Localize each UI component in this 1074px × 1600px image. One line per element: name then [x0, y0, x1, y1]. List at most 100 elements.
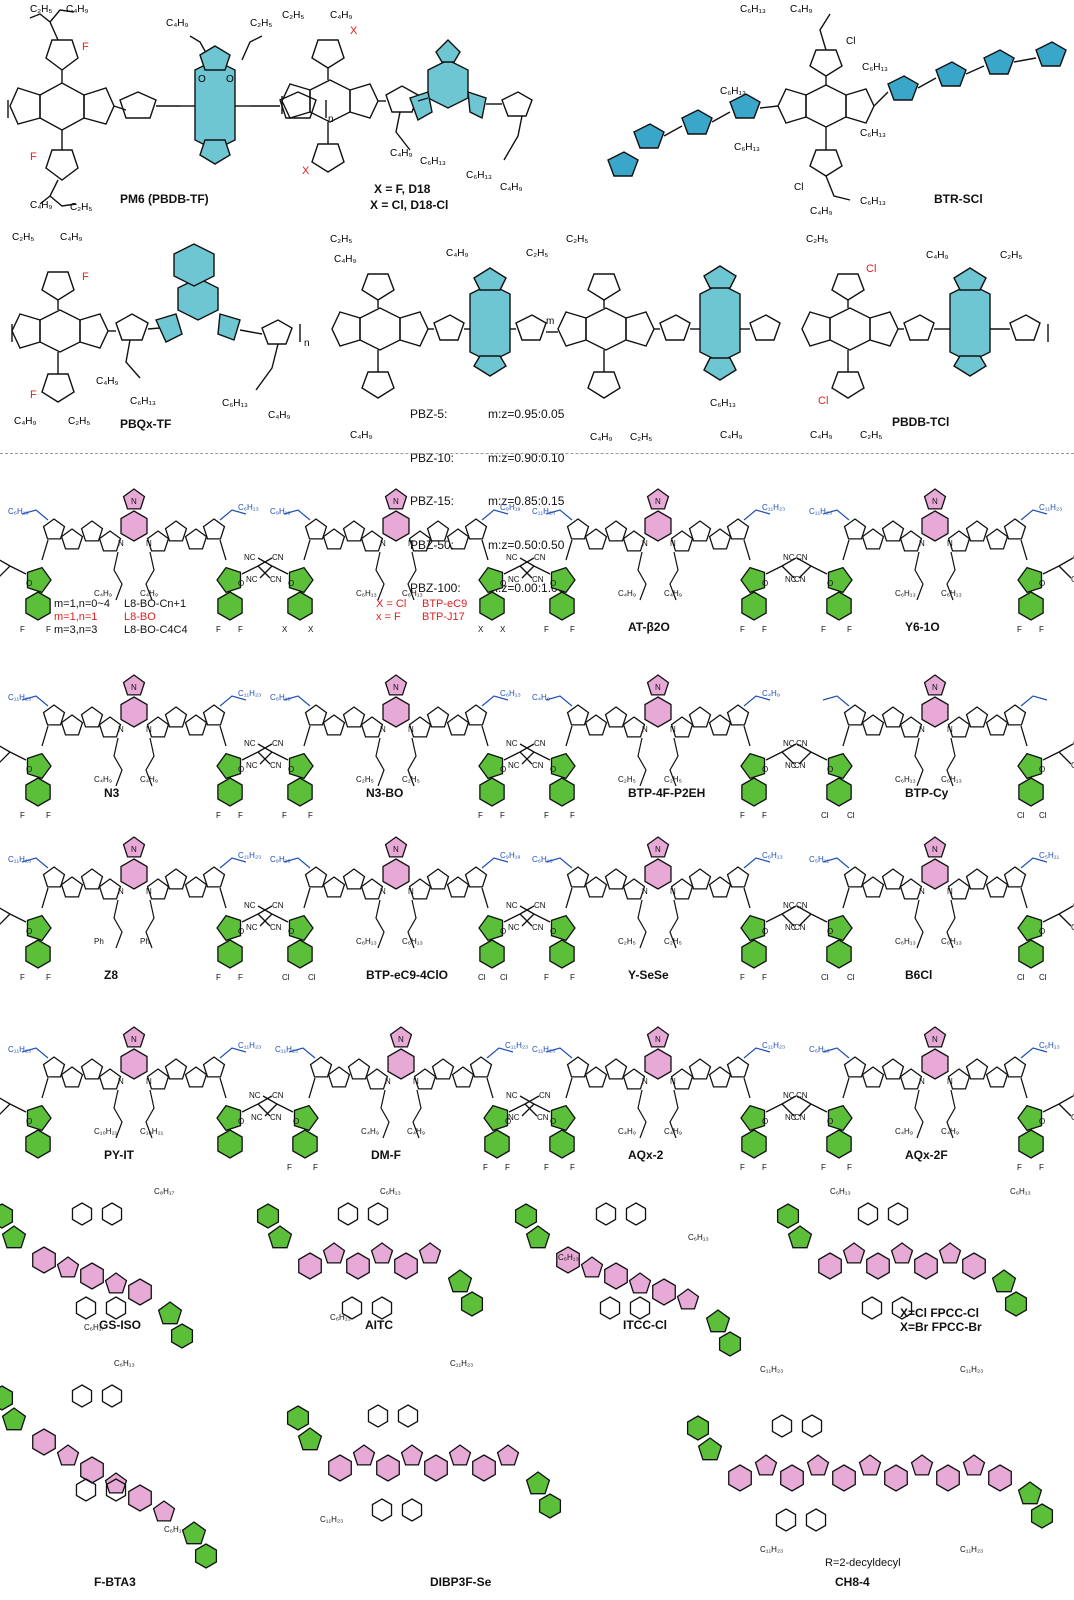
svg-text:C₆H₁₃: C₆H₁₃	[8, 507, 29, 516]
svg-text:C₂H₅: C₂H₅	[618, 775, 636, 784]
structure-pyit: NNNNCNCCNCNOOC₁₁H₂₃C₁₁H₂₃C₁₀H₂₁C₁₀H₂₁PY-…	[0, 1000, 284, 1170]
svg-text:N: N	[146, 725, 152, 734]
svg-text:C₅H₁₁: C₅H₁₁	[809, 855, 829, 864]
svg-text:N: N	[408, 887, 414, 896]
svg-text:F: F	[82, 271, 89, 283]
svg-text:C₁₁H₂₃: C₁₁H₂₃	[238, 689, 261, 698]
svg-text:F: F	[238, 625, 243, 634]
svg-text:N: N	[408, 725, 414, 734]
svg-text:CN: CN	[532, 761, 544, 770]
svg-text:C₆H₁₃: C₆H₁₃	[380, 1187, 401, 1196]
d18-structure-drawing: X X C₂H₅ C₄H₉ C₄H₉ C₆H₁₃ C₆H₁₃ C₄H₉	[281, 10, 533, 193]
svg-text:NC: NC	[783, 739, 795, 748]
svg-text:CN: CN	[534, 739, 546, 748]
svg-text:C₆H₁₃: C₆H₁₃	[941, 589, 962, 598]
svg-text:C₄H₉: C₄H₉	[166, 18, 189, 29]
svg-text:CN: CN	[270, 761, 282, 770]
structure-n3: NNNNCNCCNCNOOFFFFC₁₁H₂₃C₁₁H₂₃C₄H₉C₄H₉N3	[0, 648, 284, 820]
svg-text:C₆H₁₃: C₆H₁₃	[895, 775, 916, 784]
svg-text:F: F	[505, 1163, 510, 1172]
svg-text:C₄H₉: C₄H₉	[66, 4, 89, 15]
svg-text:NC: NC	[783, 901, 795, 910]
structure-b6cl: NNNNCNCCNCNOOClClClClC₅H₁₁C₅H₁₁C₆H₁₃C₆H₁…	[783, 810, 1074, 990]
svg-text:O: O	[827, 1117, 833, 1126]
svg-text:F: F	[570, 811, 575, 820]
svg-text:Cl: Cl	[500, 973, 508, 982]
svg-text:F: F	[238, 973, 243, 982]
svg-text:C₆H₁₇: C₆H₁₇	[84, 1323, 104, 1332]
svg-text:C₂H₅: C₂H₅	[566, 234, 588, 245]
pbz-legend-row: PBZ-100:m:z=0.00:1.00	[410, 581, 564, 596]
svg-text:CN: CN	[272, 739, 284, 748]
svg-text:O: O	[288, 927, 294, 936]
l8bo-structure-drawing: NNNNCNCCNCNOOFFFFC₆H₁₃C₆H₁₃C₄H₉C₄H₉	[0, 488, 284, 634]
pbdb-tcl-label: PBDB-TCl	[892, 415, 950, 429]
svg-text:NC: NC	[246, 923, 258, 932]
svg-text:N: N	[146, 887, 152, 896]
svg-text:F: F	[847, 1163, 852, 1172]
svg-text:C₆H₁₃: C₆H₁₃	[1039, 1041, 1060, 1050]
svg-text:N: N	[118, 725, 124, 734]
svg-text:N: N	[919, 539, 925, 548]
svg-text:C₂H₅: C₂H₅	[630, 432, 652, 443]
svg-text:C₆H₁₃: C₆H₁₃	[734, 142, 760, 153]
svg-text:C₆H₁₃: C₆H₁₃	[809, 1045, 830, 1054]
pbz-structure-drawing: C₂H₅ C₄H₉ C₂H₅ C₄H₉ C₂H₅ C₆H₁₃ C₄H₉ C₄H₉…	[330, 234, 781, 443]
svg-text:F: F	[740, 811, 745, 820]
svg-text:C₆H₁₃: C₆H₁₃	[356, 937, 377, 946]
svg-text:C₂H₅: C₂H₅	[664, 937, 682, 946]
svg-text:O: O	[550, 927, 556, 936]
svg-text:O: O	[1039, 765, 1045, 774]
svg-text:CN: CN	[272, 553, 284, 562]
svg-text:F: F	[570, 625, 575, 634]
svg-text:X: X	[282, 625, 288, 634]
svg-text:F: F	[762, 973, 767, 982]
svg-text:O: O	[288, 765, 294, 774]
svg-text:C₂H₅: C₂H₅	[618, 937, 636, 946]
structure-l8bo: NNNNCNCCNCNOOFFFFC₆H₁₃C₆H₁₃C₄H₉C₄H₉m=1,n…	[0, 462, 284, 642]
svg-text:N: N	[131, 497, 137, 506]
structure-pbz: C₂H₅ C₄H₉ C₂H₅ C₄H₉ C₂H₅ C₆H₁₃ C₄H₉ C₄H₉…	[330, 228, 785, 595]
svg-text:C₁₁H₂₃: C₁₁H₂₃	[8, 855, 31, 864]
svg-text:C₆H₁₃: C₆H₁₃	[238, 503, 259, 512]
svg-text:N: N	[919, 887, 925, 896]
svg-text:C₄H₉: C₄H₉	[361, 1127, 379, 1136]
svg-text:C₁₁H₂₃: C₁₁H₂₃	[8, 1045, 31, 1054]
svg-text:N: N	[393, 683, 399, 692]
svg-text:C₂H₅: C₂H₅	[330, 234, 352, 245]
svg-text:C₆H₁₃: C₆H₁₃	[500, 689, 521, 698]
svg-text:Ph: Ph	[140, 937, 150, 946]
svg-text:O: O	[26, 1117, 32, 1126]
svg-text:CN: CN	[796, 1091, 808, 1100]
svg-text:F: F	[20, 625, 25, 634]
svg-text:CN: CN	[270, 575, 282, 584]
btp4fp2eh-label: BTP-4F-P2EH	[628, 786, 706, 800]
svg-text:N: N	[932, 683, 938, 692]
svg-text:O: O	[238, 579, 244, 588]
aqx2-label: AQx-2	[628, 1148, 664, 1162]
svg-text:O: O	[198, 74, 206, 85]
svg-text:n: n	[328, 114, 334, 125]
pbz-ratio: m:z=0.00:1.00	[488, 581, 565, 595]
svg-text:C₂H₅: C₂H₅	[860, 430, 882, 441]
svg-text:C₄H₉: C₄H₉	[810, 206, 833, 217]
svg-text:X: X	[308, 625, 314, 634]
svg-text:CN: CN	[272, 1091, 284, 1100]
svg-text:C₄H₉: C₄H₉	[390, 148, 413, 159]
z8-structure-drawing: NNNNCNCCNCNOOFFFFC₁₁H₂₃C₁₁H₂₃PhPh	[0, 836, 284, 982]
svg-text:N: N	[932, 497, 938, 506]
pm6-structure-drawing: F F C₂H₅ C₄H₉ C₄H₉ C₂H₅ C₄H₉ C₂H₅ O O n	[7, 4, 334, 213]
